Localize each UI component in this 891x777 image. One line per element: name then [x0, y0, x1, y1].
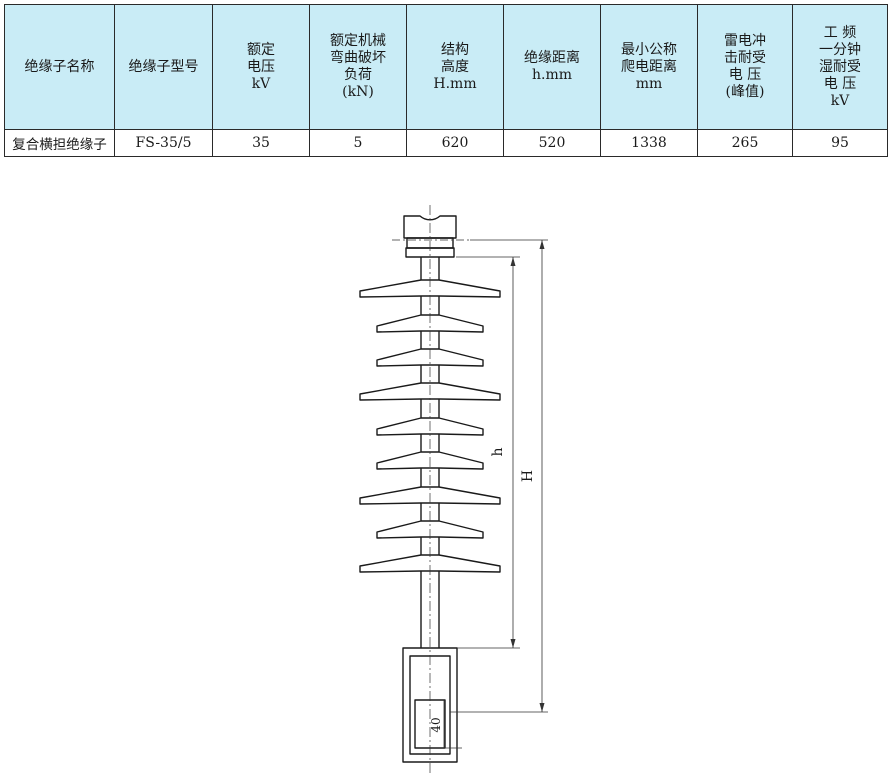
arrow-H-top — [539, 240, 545, 249]
dim-label-40: 40 — [429, 717, 443, 732]
bottom-fitting-slot — [414, 699, 446, 749]
cell-structure-height: 620 — [406, 129, 504, 157]
insulator-sheds — [359, 279, 501, 573]
insulator-core-rod — [420, 257, 440, 648]
cell-insulation-distance: 520 — [503, 129, 601, 157]
spec-table: 绝缘子名称 绝缘子型号 额定 电压 kV 额定机械 弯曲破坏 负荷 (kN) 结… — [4, 4, 888, 157]
clamp-neck — [406, 237, 454, 249]
arrow-h-bottom — [510, 639, 516, 648]
header-lightning-impulse: 雷电冲 击耐受 电 压 (峰值) — [697, 4, 793, 130]
insulator-shed — [376, 520, 484, 539]
cell-insulator-name: 复合横担绝缘子 — [4, 129, 115, 157]
bottom-end-fitting-outer — [402, 647, 458, 763]
cell-power-frequency: 95 — [792, 129, 888, 157]
arrow-H-bottom — [539, 703, 545, 712]
insulator-shed — [359, 554, 501, 573]
header-creepage-distance: 最小公称 爬电距离 mm — [600, 4, 698, 130]
cell-creepage-distance: 1338 — [600, 129, 698, 157]
dim-label-h: h — [490, 447, 506, 456]
header-insulation-distance: 绝缘距离 h.mm — [503, 4, 601, 130]
header-insulator-name: 绝缘子名称 — [4, 4, 115, 130]
header-structure-height: 结构 高度 H.mm — [406, 4, 504, 130]
bottom-end-fitting-inner — [409, 655, 451, 755]
insulator-shed — [376, 348, 484, 367]
top-clamp-fitting — [403, 215, 457, 239]
dim-label-H: H — [520, 470, 536, 482]
cell-bending-load: 5 — [309, 129, 407, 157]
insulator-shed — [359, 279, 501, 298]
header-row: 绝缘子名称 绝缘子型号 额定 电压 kV 额定机械 弯曲破坏 负荷 (kN) 结… — [4, 4, 888, 130]
top-end-fitting — [405, 247, 455, 258]
header-power-frequency: 工 频 一分钟 湿耐受 电 压 kV — [792, 4, 888, 130]
cell-lightning-impulse: 265 — [697, 129, 793, 157]
insulator-shed — [376, 451, 484, 470]
arrow-h-top — [510, 257, 516, 266]
insulator-shed — [359, 382, 501, 401]
insulator-shed — [376, 417, 484, 436]
cell-insulator-model: FS-35/5 — [114, 129, 213, 157]
cell-rated-voltage: 35 — [212, 129, 310, 157]
header-bending-load: 额定机械 弯曲破坏 负荷 (kN) — [309, 4, 407, 130]
insulator-shed — [376, 314, 484, 333]
header-rated-voltage: 额定 电压 kV — [212, 4, 310, 130]
insulator-shed — [359, 486, 501, 505]
header-insulator-model: 绝缘子型号 — [114, 4, 213, 130]
table-row: 复合横担绝缘子 FS-35/5 35 5 620 520 1338 265 95 — [4, 129, 888, 157]
